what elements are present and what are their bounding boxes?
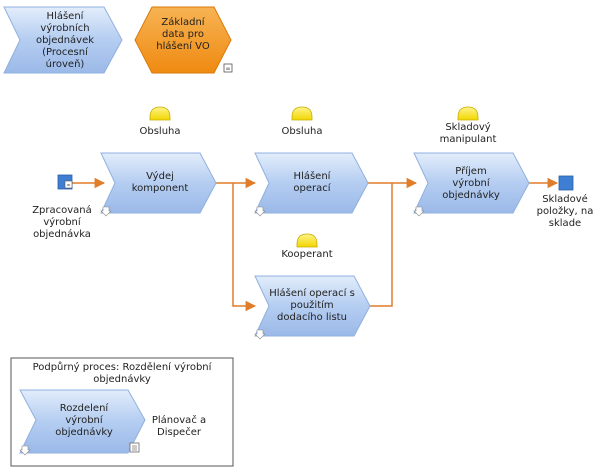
flow-vydej-to-dodaci: [232, 183, 257, 312]
svg-text:∞: ∞: [66, 183, 70, 189]
function-prijem-label: Příjem výrobní objednávky: [442, 166, 500, 201]
role-skladovy-icon: [457, 106, 479, 121]
role-kooperant-icon: [296, 233, 318, 248]
role-obsluha-1-label: Obsluha: [139, 126, 181, 137]
function-dodaci-label: Hlášení operací s použitím dodacího list…: [269, 288, 355, 323]
function-hlaseni[interactable]: [254, 152, 369, 217]
drilldown-arrow-icon: [413, 206, 425, 217]
role-kooperant-label: Kooperant: [281, 249, 333, 260]
svg-text:∞: ∞: [226, 66, 231, 73]
process-chevron-reporting[interactable]: [3, 6, 123, 74]
event-end[interactable]: [558, 175, 574, 191]
role-skladovy-label: Skladový manipulant: [439, 122, 497, 145]
flow-lines: [72, 177, 559, 312]
event-start-label: Zpracovaná výrobní objednávka: [32, 205, 92, 240]
hexagon-master-data-label: Základní data pro hlášení VO: [156, 17, 210, 52]
support-process-title: Podpůrný proces: Rozdělení výrobní objed…: [32, 362, 212, 385]
document-icon[interactable]: [129, 442, 140, 453]
process-hexagon-master-data[interactable]: ∞: [134, 6, 233, 74]
role-planovac-label: Plánovač a Dispečer: [151, 415, 207, 438]
event-start[interactable]: ∞: [57, 174, 73, 190]
role-obsluha-1-icon: [149, 106, 171, 121]
chevron-reporting-label: Hlášení výrobních objednávek (Procesní ú…: [35, 11, 95, 70]
function-rozdeleni-label: Rozdelení výrobní objednávky: [55, 403, 113, 438]
flow-dodaci-to-prijem: [370, 183, 393, 307]
role-obsluha-2-icon: [291, 106, 313, 121]
function-prijem[interactable]: [413, 152, 530, 217]
role-obsluha-2-label: Obsluha: [281, 126, 323, 137]
function-rozdeleni[interactable]: [19, 389, 146, 456]
function-vydej-label: Výdej komponent: [131, 171, 189, 194]
function-vydej[interactable]: [100, 152, 217, 217]
drilldown-arrow-icon: [19, 445, 31, 456]
function-hlaseni-label: Hlášení operací: [293, 171, 331, 194]
drilldown-arrow-icon: [254, 206, 266, 217]
function-dodaci[interactable]: [254, 275, 371, 340]
drilldown-arrow-icon: [254, 329, 266, 340]
event-end-label: Skladové položky, na sklade: [536, 194, 594, 229]
drilldown-arrow-icon: [100, 206, 112, 217]
attachment-icon[interactable]: [223, 63, 233, 73]
